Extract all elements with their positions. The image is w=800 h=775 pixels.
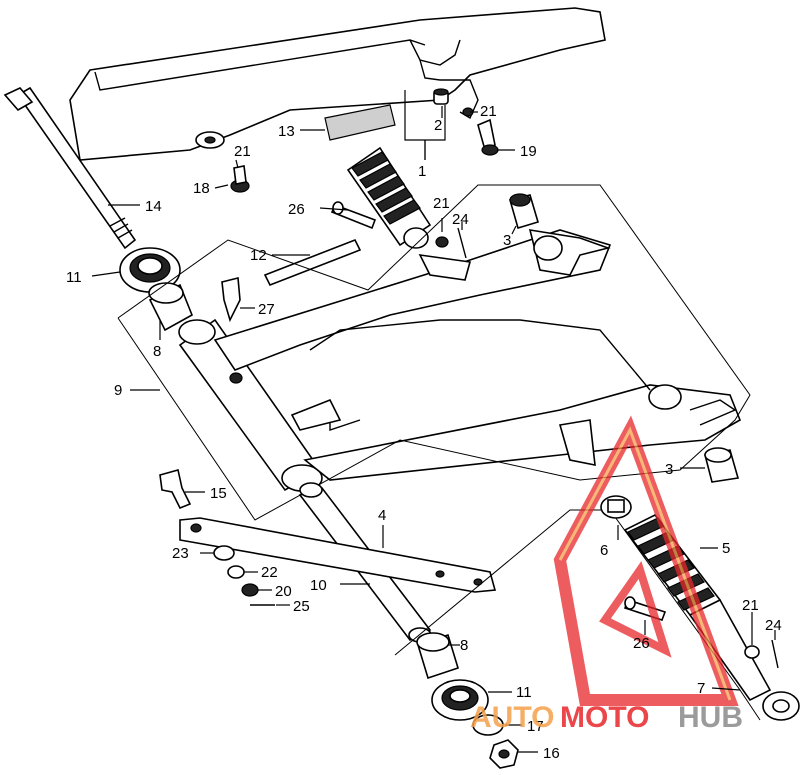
callout-19: 19 (520, 143, 537, 160)
callout-21: 21 (234, 143, 251, 160)
callout-labels: 1 2 3 3 4 5 6 7 8 8 9 10 11 11 12 13 14 … (66, 103, 782, 762)
callout-26: 26 (288, 201, 305, 218)
washer (213, 545, 235, 561)
cotter-pin (771, 639, 779, 669)
callout-24: 24 (452, 211, 469, 228)
bushing (704, 447, 740, 483)
shock-pin (623, 596, 667, 621)
callout-11: 11 (516, 684, 532, 701)
bolt (477, 118, 499, 156)
watermark-text-hub: HUB (678, 701, 743, 734)
washer (744, 645, 760, 659)
pivot-bushing (416, 632, 459, 680)
callout-9: 9 (114, 382, 122, 399)
rear-shock-upper (346, 146, 449, 249)
callout-14: 14 (145, 198, 162, 215)
grease-fitting (221, 276, 241, 323)
brake-torque-rod (179, 517, 497, 593)
pivot-bolt (3, 86, 137, 250)
callout-8: 8 (153, 343, 161, 360)
swingarm (178, 229, 742, 492)
callout-4: 4 (378, 507, 386, 524)
callout-11: 11 (66, 269, 82, 286)
callout-21: 21 (480, 103, 497, 120)
label-plate (324, 104, 396, 141)
callout-18: 18 (193, 180, 210, 197)
nut (241, 583, 259, 597)
callout-2: 2 (434, 117, 442, 134)
chain-case (69, 7, 606, 161)
nut (489, 739, 519, 769)
shock-pin (330, 201, 377, 230)
callout-17: 17 (527, 718, 544, 735)
callout-27: 27 (258, 301, 275, 318)
callout-16: 16 (543, 745, 560, 762)
callout-5: 5 (722, 540, 730, 557)
dust-seal (431, 679, 489, 721)
callout-20: 20 (275, 583, 292, 600)
callout-13: 13 (278, 123, 295, 140)
callout-15: 15 (210, 485, 227, 502)
rear-shock-lower (623, 513, 800, 721)
callout-22: 22 (261, 564, 278, 581)
callout-21: 21 (742, 597, 759, 614)
watermark-logo (553, 415, 739, 706)
callout-21: 21 (433, 195, 450, 212)
decal-strip (263, 238, 362, 287)
watermark-text-auto: AUTO (470, 701, 554, 734)
washer (472, 714, 504, 736)
dust-seal (119, 247, 181, 293)
shock-cap (600, 495, 632, 519)
callout-10: 10 (310, 577, 327, 594)
leader-lines (91, 106, 776, 753)
callout-6: 6 (600, 542, 608, 559)
watermark-text-moto: MOTO (560, 701, 649, 734)
watermark-wordmark: AUTO MOTO HUB (470, 701, 743, 734)
collar (433, 88, 449, 105)
callout-25: 25 (293, 598, 310, 615)
callout-24: 24 (765, 617, 782, 634)
callout-3: 3 (665, 461, 673, 478)
callout-8: 8 (460, 637, 468, 654)
bushing (509, 193, 539, 229)
bolt (159, 469, 192, 510)
callout-7: 7 (697, 680, 705, 697)
callout-23: 23 (172, 545, 189, 562)
washer (227, 565, 245, 579)
callout-1: 1 (418, 163, 426, 180)
callout-12: 12 (250, 247, 267, 264)
bolt (230, 165, 250, 193)
callout-26: 26 (633, 635, 650, 652)
callout-3: 3 (503, 232, 511, 249)
